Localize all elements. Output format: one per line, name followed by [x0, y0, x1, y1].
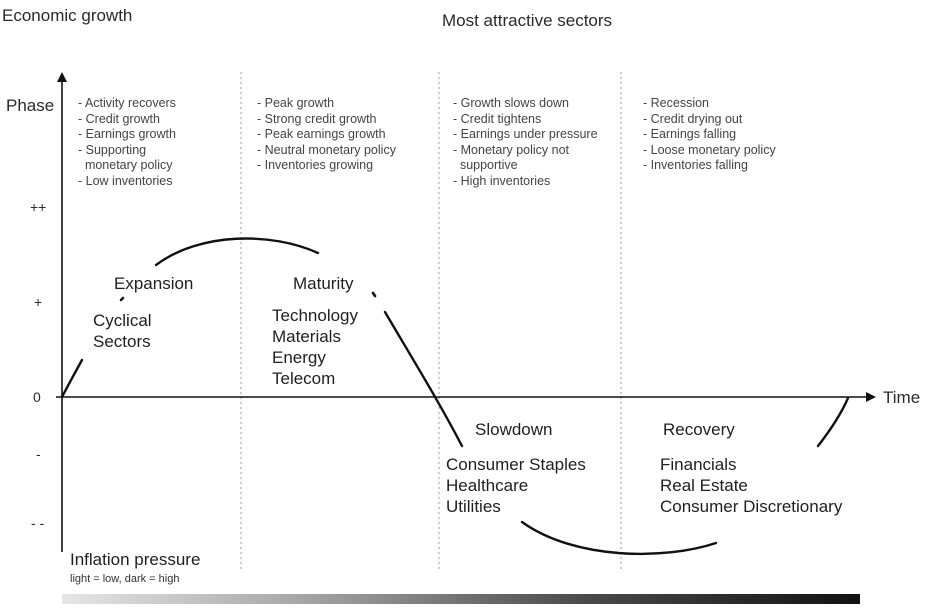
bullet-item: - Neutral monetary policy: [257, 142, 396, 157]
bullet-item: - Earnings under pressure: [453, 127, 598, 142]
sector-item: Financials: [660, 455, 737, 474]
bullet-item: - Peak growth: [257, 96, 335, 110]
y-tick-plus: +: [34, 294, 43, 310]
sector-item: Materials: [272, 327, 341, 346]
slowdown-sectors: Consumer Staples Healthcare Utilities: [446, 454, 586, 517]
sector-item: Sectors: [93, 332, 151, 351]
bullet-item: - Peak earnings growth: [257, 127, 386, 142]
cycle-curve-dot-2: [371, 291, 377, 298]
economic-growth-title: Economic growth: [2, 6, 133, 25]
sector-item: Utilities: [446, 497, 501, 516]
sector-item: Telecom: [272, 369, 336, 388]
bullet-item: - Recession: [643, 96, 709, 110]
bullet-item: - Credit growth: [78, 111, 160, 126]
cycle-curve-peak: [154, 237, 320, 267]
cycle-curve-dot-1: [119, 296, 125, 302]
maturity-characteristics: - Peak growth - Strong credit growth - P…: [257, 96, 396, 174]
cycle-curve-rise: [60, 358, 84, 399]
sector-item: Energy: [272, 348, 326, 367]
phase-slowdown-label: Slowdown: [475, 420, 553, 439]
bullet-item: - Inventories growing: [257, 158, 374, 173]
expansion-characteristics: - Activity recovers - Credit growth - Ea…: [78, 96, 176, 190]
sector-item: Healthcare: [446, 476, 529, 495]
maturity-sectors: Technology Materials Energy Telecom: [272, 305, 358, 389]
phase-recovery-label: Recovery: [663, 420, 735, 439]
bullet-item: - Growth slows down: [453, 96, 570, 110]
bullet-item: monetary policy: [78, 158, 173, 173]
bullet-item: - Inventories falling: [643, 158, 748, 173]
bullet-item: - Credit tightens: [453, 111, 542, 126]
bullet-item: - Earnings growth: [78, 127, 176, 142]
sector-item: Technology: [272, 306, 359, 325]
recovery-characteristics: - Recession - Credit drying out - Earnin…: [643, 96, 776, 174]
sector-item: Cyclical: [93, 311, 152, 330]
most-attractive-sectors-title: Most attractive sectors: [442, 11, 613, 30]
bullet-item: supportive: [453, 158, 518, 173]
slowdown-characteristics: - Growth slows down - Credit tightens - …: [453, 96, 598, 190]
phase-expansion-label: Expansion: [114, 274, 194, 293]
y-tick-zero: 0: [33, 389, 41, 405]
inflation-gradient-bar: [62, 594, 860, 604]
y-tick-minus: -: [36, 446, 41, 462]
cycle-curve-fall: [383, 310, 464, 448]
bullet-item: - Monetary policy not: [453, 142, 570, 157]
bullet-item: - High inventories: [453, 173, 551, 188]
bullet-item: - Activity recovers: [78, 96, 176, 110]
y-tick-double-minus: - -: [31, 515, 45, 531]
cycle-curve-recovery: [816, 396, 850, 448]
phase-maturity-label: Maturity: [293, 274, 354, 293]
recovery-sectors: Financials Real Estate Consumer Discreti…: [660, 454, 842, 517]
time-axis-label: Time: [883, 388, 921, 407]
phase-axis-label: Phase: [6, 96, 55, 115]
sector-item: Consumer Discretionary: [660, 497, 843, 516]
bullet-item: - Low inventories: [78, 173, 173, 188]
bullet-item: - Strong credit growth: [257, 111, 377, 126]
bullet-item: - Credit drying out: [643, 111, 743, 126]
sector-item: Real Estate: [660, 476, 748, 495]
y-tick-double-plus: ++: [30, 199, 47, 215]
inflation-pressure-label: Inflation pressure: [70, 550, 201, 569]
sector-item: Consumer Staples: [446, 455, 586, 474]
expansion-sectors: Cyclical Sectors: [93, 310, 152, 352]
bullet-item: - Loose monetary policy: [643, 142, 776, 157]
cycle-curve-trough: [520, 520, 718, 556]
bullet-item: - Supporting: [78, 142, 147, 157]
bullet-item: - Earnings falling: [643, 127, 737, 142]
inflation-pressure-note: light = low, dark = high: [70, 573, 180, 585]
